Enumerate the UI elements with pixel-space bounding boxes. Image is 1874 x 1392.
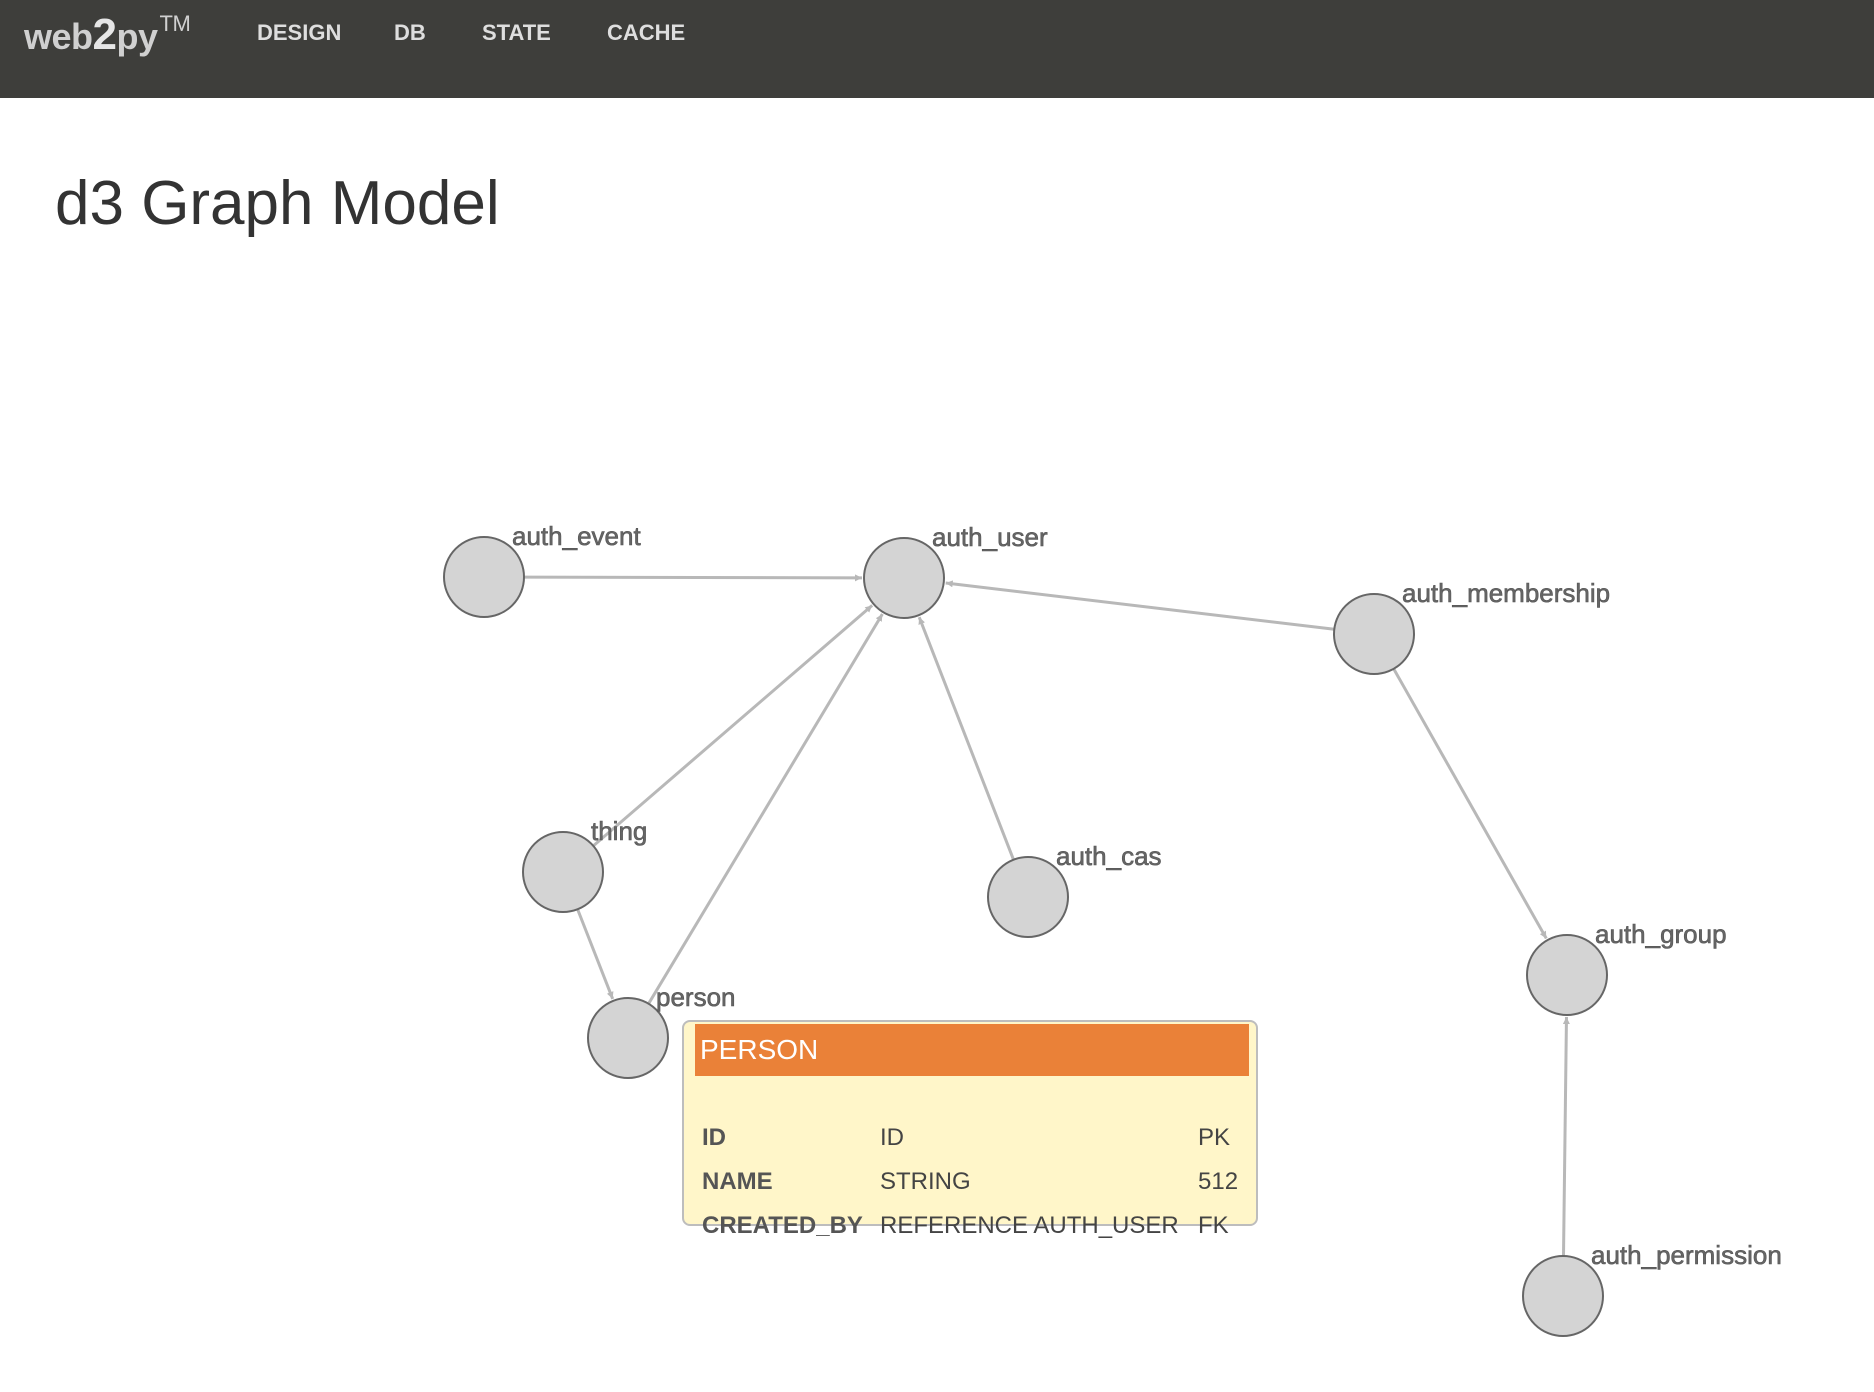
brand-logo[interactable]: web2pyTM — [24, 10, 191, 60]
field-row: ID ID PK — [702, 1124, 1242, 1164]
page-title: d3 Graph Model — [55, 169, 500, 238]
node-label: auth_permission — [1591, 1240, 1782, 1270]
node-label: auth_group — [1595, 919, 1727, 949]
node-auth_user[interactable]: auth_user — [863, 522, 1048, 619]
node-label: auth_cas — [1056, 841, 1162, 871]
graph-edges — [523, 574, 1570, 1257]
nav-db[interactable]: DB — [394, 20, 426, 45]
nav-state[interactable]: STATE — [482, 20, 551, 45]
field-row: CREATED_BY REFERENCE AUTH_USER FK — [702, 1212, 1242, 1252]
field-type: REFERENCE AUTH_USER — [880, 1212, 1179, 1239]
edge-person-to-auth_user — [647, 613, 884, 1005]
node-label: person — [656, 982, 736, 1012]
field-type: STRING — [880, 1168, 971, 1195]
edge-auth_event-to-auth_user — [523, 574, 863, 582]
table-tooltip: PERSON ID ID PK NAME STRING 512 CREATED_… — [682, 1020, 1258, 1239]
edge-thing-to-auth_user — [592, 604, 874, 848]
brand-suffix: py — [116, 16, 159, 57]
edge-auth_cas-to-auth_user — [917, 616, 1015, 861]
edge-auth_membership-to-auth_group — [1392, 668, 1548, 940]
edge-auth_membership-to-auth_user — [945, 580, 1335, 631]
nav-cache[interactable]: CACHE — [607, 20, 686, 45]
node-label: auth_user — [932, 522, 1048, 552]
node-auth_permission[interactable]: auth_permission — [1522, 1240, 1782, 1337]
node-circle[interactable] — [443, 536, 525, 618]
node-thing[interactable]: thing — [522, 816, 648, 913]
node-auth_cas[interactable]: auth_cas — [987, 841, 1162, 938]
top-navbar: web2pyTM DESIGN DB STATE CACHE — [0, 0, 1874, 98]
node-auth_group[interactable]: auth_group — [1526, 919, 1727, 1016]
node-label: auth_event — [512, 521, 641, 551]
field-row: NAME STRING 512 — [702, 1168, 1242, 1208]
field-name: NAME — [702, 1168, 773, 1195]
brand-prefix: web — [24, 16, 93, 57]
field-key: PK — [1198, 1124, 1231, 1151]
node-auth_event[interactable]: auth_event — [443, 521, 642, 618]
node-auth_membership[interactable]: auth_membership — [1333, 578, 1610, 675]
node-circle[interactable] — [987, 856, 1069, 938]
brand-two: 2 — [92, 10, 117, 59]
node-circle[interactable] — [1333, 593, 1415, 675]
brand-tm: TM — [159, 11, 191, 36]
node-circle[interactable] — [1526, 934, 1608, 1016]
tooltip-title: PERSON — [695, 1024, 1249, 1076]
node-label: auth_membership — [1402, 578, 1610, 608]
node-circle[interactable] — [587, 997, 669, 1079]
field-name: CREATED_BY — [702, 1212, 863, 1239]
node-circle[interactable] — [1522, 1255, 1604, 1337]
node-label: thing — [591, 816, 647, 846]
node-circle[interactable] — [863, 537, 945, 619]
field-key: 512 — [1198, 1168, 1239, 1195]
node-circle[interactable] — [522, 831, 604, 913]
field-key: FK — [1198, 1212, 1229, 1239]
edge-auth_permission-to-auth_group — [1561, 1016, 1570, 1257]
edge-thing-to-person — [576, 908, 615, 1000]
field-type: ID — [880, 1124, 904, 1151]
nav-design[interactable]: DESIGN — [257, 20, 342, 45]
node-person[interactable]: person — [587, 982, 736, 1079]
field-name: ID — [702, 1124, 726, 1151]
